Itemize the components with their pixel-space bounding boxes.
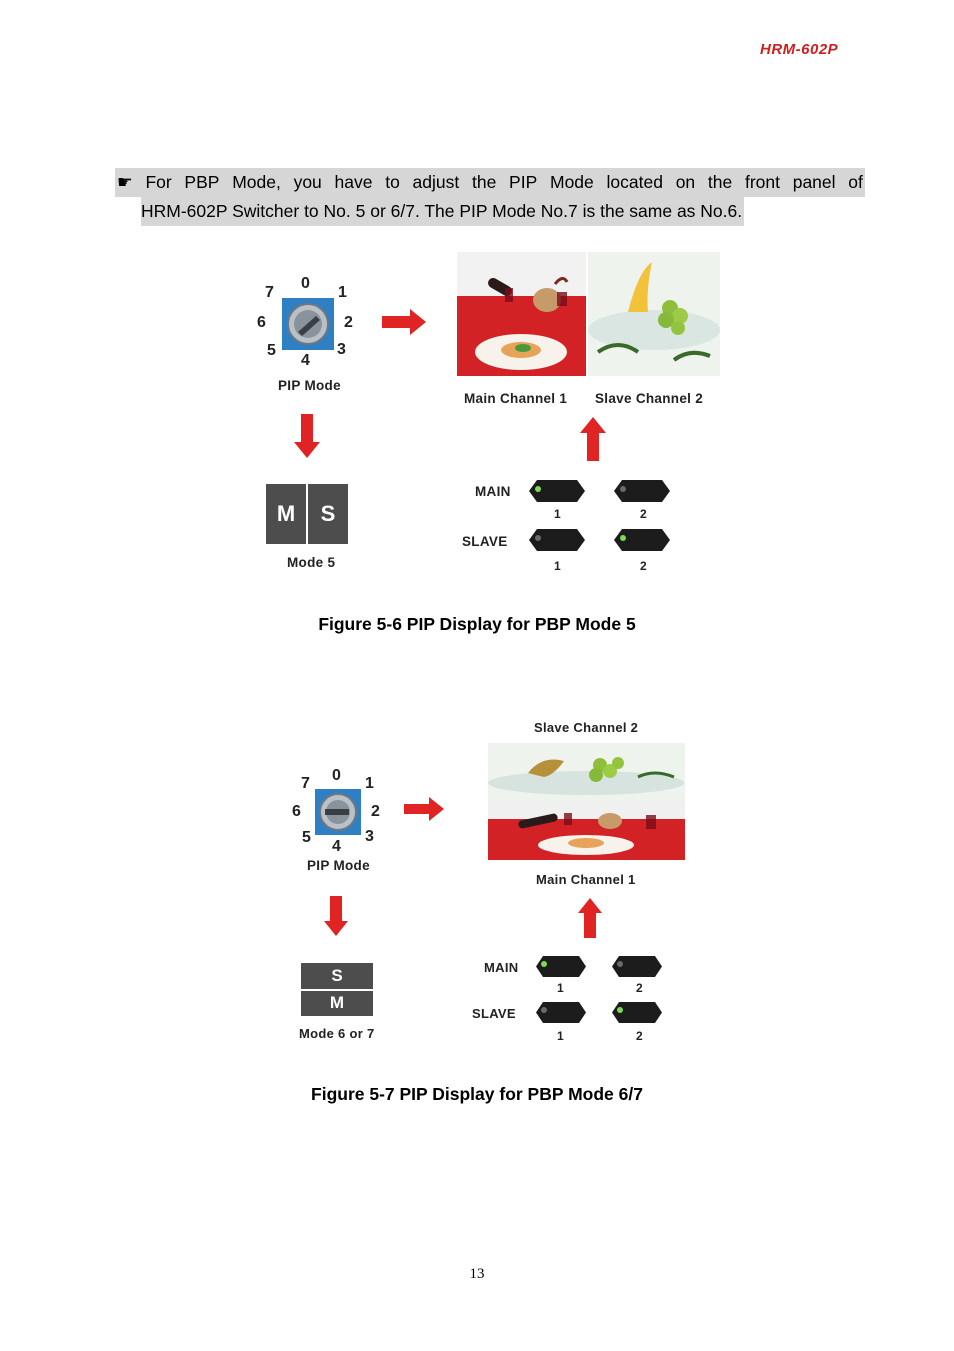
main-button-2[interactable] — [612, 956, 662, 977]
note-word: located — [606, 172, 663, 192]
dial-number-6: 6 — [257, 314, 266, 331]
note-word: to — [385, 172, 400, 192]
page-number: 13 — [469, 1266, 485, 1282]
note-word: For — [145, 172, 172, 192]
slave-button-2-number: 2 — [636, 1029, 643, 1043]
note-word: Mode, — [232, 172, 281, 192]
figure-2-caption: Figure 5-7 PIP Display for PBP Mode 6/7 — [311, 1084, 643, 1104]
dial-number-3: 3 — [337, 341, 346, 358]
dial-number-1: 1 — [338, 284, 347, 301]
slave-button-2[interactable] — [612, 1002, 662, 1023]
main-row-label: MAIN — [475, 484, 511, 499]
arrow-up-icon — [580, 417, 606, 461]
arrow-right-icon — [404, 797, 444, 821]
note-word: the — [707, 172, 733, 192]
dial-number-5: 5 — [302, 829, 311, 846]
mode-6-7-indicator: S M — [301, 963, 373, 1016]
arrow-down-icon — [324, 896, 348, 936]
slave-row-label: SLAVE — [472, 1006, 516, 1021]
note-word: PIP — [509, 172, 538, 192]
dial-number-4: 4 — [301, 352, 310, 369]
main-channel-label: Main Channel 1 — [464, 391, 568, 406]
dial-number-0: 0 — [301, 275, 310, 292]
slave-channel-image — [488, 743, 685, 801]
main-channel-image — [457, 252, 586, 376]
slave-channel-label: Slave Channel 2 — [534, 720, 639, 735]
dial-number-4: 4 — [332, 838, 341, 855]
note-line-2: HRM-602P Switcher to No. 5 or 6/7. The P… — [141, 197, 745, 226]
mode-5-label: Mode 5 — [287, 555, 336, 570]
slave-button-2[interactable] — [614, 529, 670, 551]
dial-number-0: 0 — [332, 767, 341, 784]
main-button-1-number: 1 — [557, 981, 564, 995]
note-word: the — [471, 172, 497, 192]
arrow-up-icon — [578, 898, 602, 938]
main-channel-label: Main Channel 1 — [536, 872, 636, 887]
slave-button-2-number: 2 — [640, 559, 647, 573]
main-button-2[interactable] — [614, 480, 670, 502]
slave-button-1[interactable] — [529, 529, 585, 551]
note-word: adjust — [412, 172, 460, 192]
note-word: Mode — [550, 172, 594, 192]
note-word: PBP — [184, 172, 220, 192]
mode-6-7-label: Mode 6 or 7 — [299, 1026, 375, 1041]
mode-5-indicator: M S — [266, 484, 348, 544]
arrow-down-icon — [294, 414, 320, 458]
dial-number-2: 2 — [371, 803, 380, 820]
slave-button-1[interactable] — [536, 1002, 586, 1023]
dial-number-7: 7 — [265, 284, 274, 301]
figure-1-caption: Figure 5-6 PIP Display for PBP Mode 5 — [318, 614, 636, 634]
slave-channel-label: Slave Channel 2 — [595, 391, 704, 406]
arrow-right-icon — [382, 309, 426, 335]
pip-mode-label: PIP Mode — [307, 858, 370, 873]
mode-box-m: M — [266, 484, 306, 544]
dial-number-7: 7 — [301, 775, 310, 792]
main-button-2-number: 2 — [640, 507, 647, 521]
pip-mode-dial-icon — [282, 298, 334, 350]
main-button-1[interactable] — [529, 480, 585, 502]
pip-mode-label: PIP Mode — [278, 378, 341, 393]
mode-box-m: M — [301, 990, 373, 1016]
note-word: of — [848, 172, 863, 192]
note-word: you — [293, 172, 322, 192]
note-word: front — [744, 172, 780, 192]
dial-number-6: 6 — [292, 803, 301, 820]
main-channel-image — [488, 801, 685, 860]
mode-box-s: S — [301, 963, 373, 989]
dial-number-3: 3 — [365, 828, 374, 845]
dial-number-5: 5 — [267, 342, 276, 359]
main-button-2-number: 2 — [636, 981, 643, 995]
slave-button-1-number: 1 — [557, 1029, 564, 1043]
slave-channel-image — [588, 252, 720, 376]
header-model-name: HRM-602P — [760, 41, 839, 58]
mode-box-s: S — [308, 484, 348, 544]
slave-row-label: SLAVE — [462, 534, 508, 549]
pointing-hand-icon: ☛ — [117, 172, 133, 192]
main-button-1-number: 1 — [554, 507, 561, 521]
note-word: have — [334, 172, 373, 192]
note-word: on — [675, 172, 696, 192]
dial-number-1: 1 — [365, 775, 374, 792]
dial-number-2: 2 — [344, 314, 353, 331]
note-word: panel — [792, 172, 836, 192]
pip-mode-dial-icon — [315, 789, 361, 835]
slave-button-1-number: 1 — [554, 559, 561, 573]
main-button-1[interactable] — [536, 956, 586, 977]
main-row-label: MAIN — [484, 960, 519, 975]
